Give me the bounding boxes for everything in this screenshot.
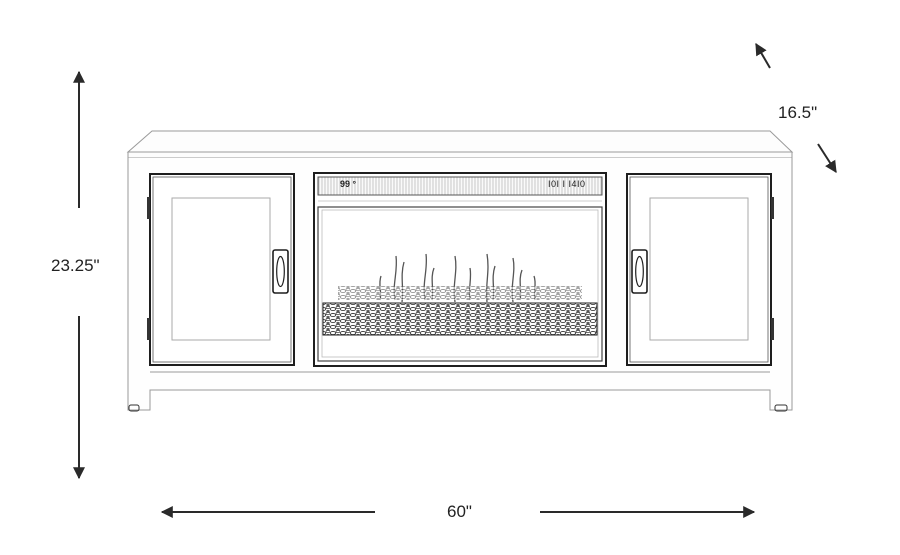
fireplace-control-buttons: I0I I I4I0 <box>548 179 586 189</box>
depth-arrow-bottom <box>817 143 837 174</box>
pebble-bed <box>322 302 598 336</box>
depth-dimension <box>755 42 837 174</box>
right-hinge-bottom <box>771 318 774 340</box>
fireplace-temperature-readout: 99 ° <box>340 179 357 189</box>
stand-top <box>126 130 794 153</box>
right-door-panel <box>649 197 749 341</box>
depth-arrow-top <box>755 42 771 69</box>
fireplace-control-strip <box>317 176 603 196</box>
firebox <box>317 206 603 362</box>
left-door-handle-icon <box>272 249 289 294</box>
left-cabinet-door <box>147 173 295 366</box>
left-foot <box>128 404 140 412</box>
left-hinge-top <box>147 197 150 219</box>
right-cabinet-door <box>626 173 774 366</box>
fireplace-insert <box>313 172 607 367</box>
width-label: 60" <box>447 502 472 521</box>
depth-label: 16.5" <box>778 103 818 122</box>
right-foot <box>774 404 788 412</box>
height-label: 23.25" <box>51 256 100 275</box>
ember-bed-upper <box>338 286 582 300</box>
left-door-panel <box>171 197 271 341</box>
left-hinge-bottom <box>147 318 150 340</box>
stand-top-edge <box>127 151 793 159</box>
right-hinge-top <box>771 197 774 219</box>
right-door-handle-icon <box>631 249 648 294</box>
